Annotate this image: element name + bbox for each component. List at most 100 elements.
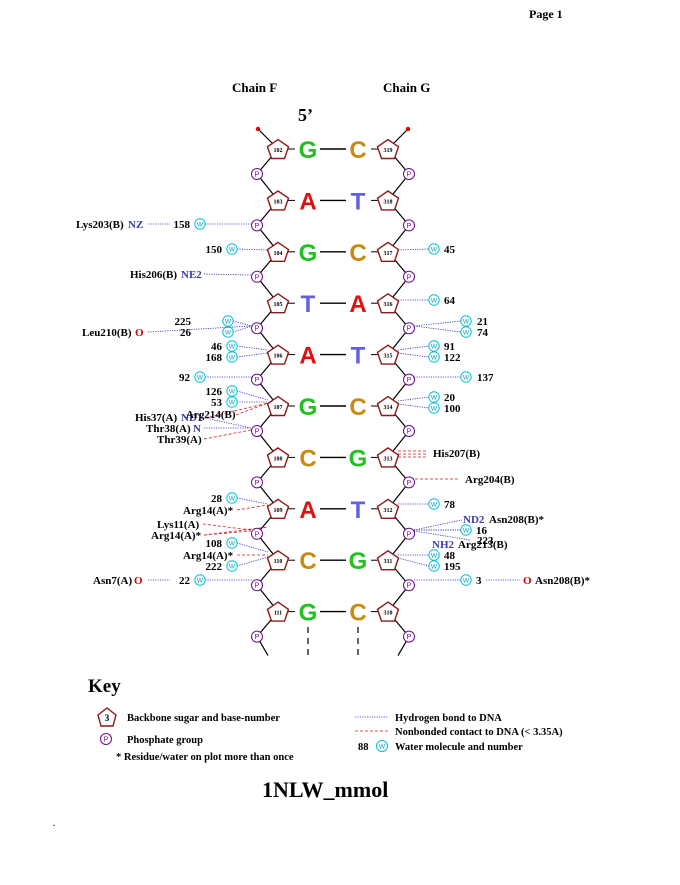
hydrogen-bond-line [413,325,462,333]
water-circle [428,560,440,572]
water-number: 28 [211,493,223,505]
water-number: 21 [477,316,488,328]
hydrogen-bond-line [397,248,430,251]
sugar-number: 310 [384,611,393,617]
chain-g-label: Chain G [383,80,430,95]
water-letter: W [229,495,236,502]
phosphate-circle [251,373,263,386]
water-number: 48 [444,550,456,562]
water-circle [428,402,440,414]
hydrogen-bond-line [203,273,252,276]
water-letter: W [431,394,438,401]
base-letter: C [299,548,316,575]
water-number: 150 [206,244,223,256]
phosphate-letter: P [255,377,260,384]
water-number: 108 [206,538,223,550]
base-letter: C [349,240,366,267]
water-letter: W [229,343,236,350]
hydrogen-bond-line [236,556,269,567]
water-number: 3 [476,575,482,587]
water-number: 222 [206,561,223,573]
phosphate-circle [403,630,415,643]
base-letter: A [299,343,316,370]
sugar-pentagon [266,138,290,160]
phosphate-letter: P [407,634,412,641]
water-number: 64 [444,295,456,307]
phosphate-circle [403,270,415,283]
base-letter: T [351,188,366,215]
water-letter: W [463,577,470,584]
phosphate-circle [403,476,415,489]
base-letter: C [349,600,366,627]
residue-label: Arg204(B) [465,474,515,486]
nonbonded-contact-line [235,402,269,416]
water-circle [194,371,206,383]
phosphate-letter: P [407,172,412,179]
key-hbond-label: Hydrogen bond to DNA [395,713,502,724]
water-letter: W [197,577,204,584]
hydrogen-bond-line [397,352,430,358]
sugar-pentagon [266,190,290,211]
phosphate-letter: P [255,583,260,590]
atom-label: O [135,327,144,339]
water-circle [226,396,238,408]
atom-label: NH2 [432,539,455,551]
hydrogen-bond-line [397,557,430,567]
sugar-pentagon [376,241,400,262]
water-letter: W [229,563,236,570]
water-letter: W [197,221,204,228]
key-star-label: * Residue/water on plot more than once [116,752,294,763]
sugar-number: 104 [274,251,283,257]
sugar-number: 314 [384,405,393,411]
sugar-number: 312 [384,508,393,514]
sugar-number: 319 [384,148,393,154]
phosphate-letter: P [407,480,412,487]
phosphate-circle [251,476,263,489]
water-letter: W [229,246,236,253]
sugar-pentagon [376,549,400,571]
water-circle [194,218,206,230]
sugar-number: 102 [274,148,283,154]
hydrogen-bond-line [397,345,430,351]
water-number: 53 [211,397,223,409]
water-number: 137 [477,372,494,384]
nonbonded-contact-line [203,526,269,536]
water-number: 168 [206,352,223,364]
phosphate-letter: P [255,429,260,436]
residue-label: Arg213(B) [458,539,508,551]
water-circle [460,524,472,536]
nonbonded-contact-line [203,429,252,440]
residue-label: Lys11(A) [157,519,200,531]
hydrogen-bond-line [232,325,253,333]
water-circle [460,574,472,586]
water-letter: W [225,318,232,325]
water-number: 26 [180,327,192,339]
residue-label: His37(A) [135,412,178,424]
phosphate-circle [251,270,263,283]
water-letter: W [431,552,438,559]
key-sugar-label: Backbone sugar and base-number [127,713,280,724]
sugar-number: 318 [384,199,393,205]
water-letter: W [431,354,438,361]
key-phosphate-label: Phosphate group [127,735,203,746]
svg-text:P: P [104,737,109,744]
water-number: 78 [444,499,456,511]
atom-label: O [523,575,532,587]
base-letter: G [349,445,368,472]
base-letter: G [299,137,318,164]
sugar-pentagon [266,549,290,571]
key-title: Key [88,676,121,697]
sugar-number: 315 [384,354,393,360]
phosphate-circle [403,168,415,180]
water-circle [222,326,234,338]
terminal-oxygen-right [405,126,411,132]
phosphate-circle [251,168,263,180]
water-number: 195 [444,561,461,573]
water-letter: W [229,354,236,361]
sugar-pentagon [266,601,290,622]
water-circle [460,371,472,383]
water-number: 45 [444,244,456,256]
water-circle [226,340,238,352]
sugar-number: 103 [274,199,283,205]
